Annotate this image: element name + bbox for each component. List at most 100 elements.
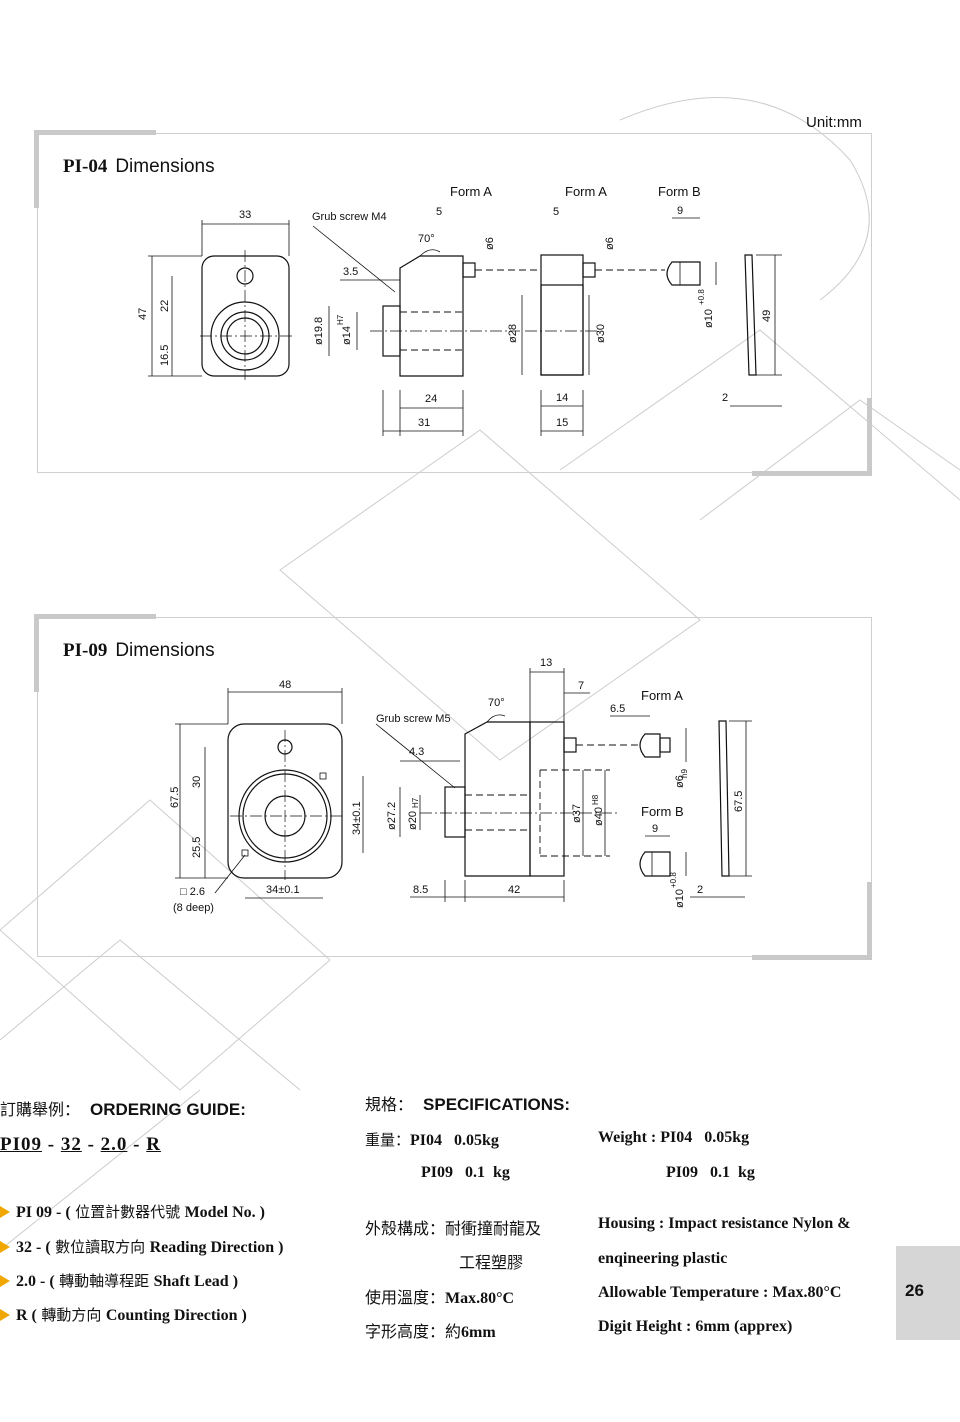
pi09-d13: 13 — [540, 657, 552, 669]
spec-weight-en: Weight : PI04 0.05kg — [598, 1129, 750, 1146]
guide-item-direction: R ( 轉動方向 Counting Direction ) — [0, 1304, 247, 1325]
temp-zh-value: Max.80°C — [445, 1290, 515, 1307]
ordering-guide-en: ORDERING GUIDE: — [90, 1100, 246, 1119]
pi09-d10: ø10 — [674, 889, 686, 908]
pi09-panel — [37, 617, 872, 957]
pi04-d31: 31 — [418, 417, 430, 429]
pi09-d7: 7 — [578, 680, 584, 692]
pi09-d272: ø27.2 — [386, 802, 398, 830]
guide-item-code: 2.0 - ( — [16, 1273, 55, 1290]
guide-item-en: Shaft Lead ) — [153, 1273, 239, 1290]
triangle-bullet-icon — [0, 1206, 10, 1218]
pi09-grub-label: Grub screw M5 — [376, 713, 451, 725]
pi04-model: PI-04 — [63, 156, 108, 177]
pi04-dimensions-label: Dimensions — [115, 156, 215, 177]
page-number: 26 — [905, 1281, 924, 1300]
guide-item-en: Model No. ) — [184, 1204, 266, 1221]
page-tab — [896, 1246, 960, 1340]
triangle-bullet-icon — [0, 1309, 10, 1321]
pi09-tol08: +0.8 — [669, 872, 678, 888]
weight-zh-label: 重量： — [365, 1131, 411, 1149]
pi09-h9: h9 — [680, 769, 689, 778]
pi04-d5b: 5 — [553, 206, 559, 218]
pi09-d65: 6.5 — [610, 703, 625, 715]
triangle-bullet-icon — [0, 1275, 10, 1287]
guide-item-en: Counting Direction ) — [105, 1307, 247, 1324]
pi09-d42: 42 — [508, 884, 520, 896]
pi09-corner-top-left — [34, 614, 156, 619]
ordering-guide-zh: 訂購舉例： — [0, 1100, 81, 1119]
pi09-d20: ø20 — [407, 811, 419, 830]
pi04-d2: 2 — [722, 392, 728, 404]
code-lead: 2.0 — [100, 1134, 128, 1155]
pi09-sq: □ 2.6 — [180, 886, 205, 898]
pi04-d22: 22 — [159, 300, 171, 312]
pi04-form-a1: Form A — [450, 184, 492, 199]
specifications-zh: 規格： — [365, 1095, 414, 1114]
guide-item-code: 32 - ( — [16, 1239, 51, 1256]
pi09-d675b: 67.5 — [733, 791, 745, 812]
spec-housing-en: Housing : Impact resistance Nylon & — [598, 1215, 851, 1232]
pi09-d30: 30 — [191, 776, 203, 788]
pi04-d14: ø14 — [341, 326, 353, 345]
pi04-corner-right — [867, 398, 872, 476]
guide-item-zh: 數位讀取方向 — [55, 1238, 146, 1256]
spec-weight-zh-pi09: PI09 0.1 kg — [421, 1164, 510, 1181]
ordering-code: PI09 - 32 - 2.0 - R — [0, 1134, 161, 1156]
pi09-h7: H7 — [411, 797, 420, 808]
pi04-d198: ø19.8 — [313, 317, 325, 345]
guide-item-zh: 轉動軸導程距 — [59, 1272, 150, 1290]
pi09-h8: H8 — [591, 794, 600, 805]
pi04-d49: 49 — [761, 310, 773, 322]
pi04-d5a: 5 — [436, 206, 442, 218]
pi04-d15: 15 — [556, 417, 568, 429]
specifications-heading: 規格：SPECIFICATIONS: — [365, 1091, 570, 1115]
pi04-d14b: 14 — [556, 392, 568, 404]
pi09-corner-right — [867, 882, 872, 960]
pi09-drawing: 48 67.5 30 25.5 34±0.1 34±0.1 □ 2.6 (8 d… — [169, 657, 752, 914]
pi09-d34a: 34±0.1 — [351, 801, 363, 835]
code-sep-3: - — [133, 1134, 141, 1155]
pi09-deep: (8 deep) — [173, 902, 214, 914]
guide-item-en: Reading Direction ) — [149, 1239, 284, 1256]
pi04-title: PI-04 Dimensions — [63, 156, 215, 178]
pi04-tol08: +0.8 — [697, 289, 706, 305]
pi09-d34b: 34±0.1 — [266, 884, 300, 896]
pi09-d37: ø37 — [571, 804, 583, 823]
spec-digit-zh: 字形高度：約6mm — [365, 1318, 496, 1342]
pi09-angle: 70° — [488, 697, 505, 709]
pi09-d675a: 67.5 — [169, 787, 181, 808]
pi04-d9: 9 — [677, 205, 683, 217]
pi09-corner-bottom — [752, 955, 872, 960]
pi04-corner-left — [34, 130, 39, 208]
guide-item-model: PI 09 - ( 位置計數器代號 Model No. ) — [0, 1201, 265, 1222]
pi09-d48: 48 — [279, 679, 291, 691]
pi04-d35: 3.5 — [343, 266, 358, 278]
spec-housing-en-2: enqineering plastic — [598, 1250, 728, 1267]
pi09-form-b: Form B — [641, 804, 684, 819]
digit-zh-label: 字形高度：約 — [365, 1322, 462, 1341]
spec-temp-zh: 使用溫度：Max.80°C — [365, 1284, 514, 1308]
pi04-d47: 47 — [137, 308, 149, 320]
code-sep-2: - — [87, 1134, 95, 1155]
pi04-corner-top-left — [34, 130, 156, 135]
guide-item-zh: 位置計數器代號 — [75, 1203, 181, 1221]
pi09-d43: 4.3 — [409, 746, 424, 758]
code-reading: 32 — [60, 1134, 82, 1155]
pi04-corner-bottom — [752, 471, 872, 476]
pi09-d9: 9 — [652, 823, 658, 835]
pi04-d6b: ø6 — [604, 237, 616, 250]
guide-item-code: R ( — [16, 1307, 37, 1324]
guide-item-code: PI 09 - ( — [16, 1204, 71, 1221]
unit-label: Unit:mm — [806, 114, 862, 131]
spec-housing-zh-2: 工程塑膠 — [459, 1253, 524, 1272]
triangle-bullet-icon — [0, 1241, 10, 1253]
spec-housing-zh: 外殼構成：耐衝撞耐龍及 — [365, 1219, 542, 1238]
pi04-drawing: 33 47 22 16.5 Grub screw M4 70° 3.5 ø19.… — [137, 184, 782, 436]
spec-weight-en-pi09: PI09 0.1 kg — [666, 1164, 755, 1181]
pi09-dimensions-label: Dimensions — [115, 640, 215, 661]
pi04-d28: ø28 — [507, 324, 519, 343]
pi04-form-b: Form B — [658, 184, 701, 199]
pi09-d255: 25.5 — [191, 837, 203, 858]
